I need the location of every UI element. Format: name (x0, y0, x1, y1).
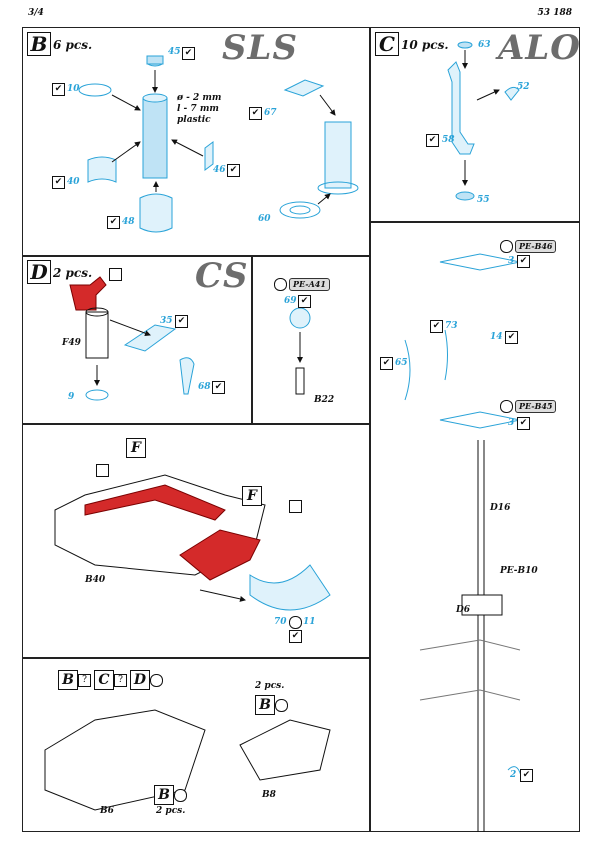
part-ref: PE-B10 (500, 566, 538, 576)
panel-c-title: ALO (498, 28, 581, 68)
catalog-number: 53 188 (537, 8, 572, 18)
unknown-mark: ? (114, 674, 127, 687)
flag-f: F (242, 486, 262, 506)
part-number: 10 (67, 84, 80, 94)
pe-b46-badge: PE-B46 (515, 240, 557, 253)
part-number: 40 (67, 177, 80, 187)
part-number: 55 (477, 195, 490, 205)
check-icon: ✔ (289, 630, 302, 643)
ref-letter-b: B (154, 785, 174, 805)
part-ref: B8 (262, 790, 276, 800)
check-icon: ✔ (212, 381, 225, 394)
part-number: 65 (395, 358, 408, 368)
check-icon: ✔ (426, 134, 439, 147)
part-number: 46 (213, 165, 226, 175)
panel-a41 (251, 255, 371, 425)
part-number: 58 (442, 135, 455, 145)
check-icon: ✔ (380, 357, 393, 370)
pencil-icon (289, 500, 302, 513)
yin-yang-icon (275, 699, 288, 712)
part-number: 11 (303, 617, 316, 627)
panel-d-count: 2 pcs. (53, 266, 93, 280)
panel-d (22, 255, 253, 425)
yin-yang-icon (150, 674, 163, 687)
panel-c-letter: C (375, 32, 399, 56)
panel-c (369, 27, 580, 223)
spec-diameter: ø - 2 mm (177, 93, 222, 103)
check-icon: ✔ (175, 315, 188, 328)
panel-bottom (22, 657, 371, 832)
check-icon: ✔ (298, 295, 311, 308)
part-ref: B6 (100, 806, 114, 816)
page-number: 3/4 (28, 8, 44, 18)
panel-d-letter: D (27, 260, 51, 284)
check-icon: ✔ (52, 83, 65, 96)
wheel-icon (274, 278, 287, 291)
spec-material: plastic (177, 115, 211, 125)
part-number: 67 (264, 108, 277, 118)
part-number: 73 (445, 321, 458, 331)
ref-letter-d: D (130, 670, 150, 690)
pencil-icon (96, 464, 109, 477)
unknown-mark: ? (78, 674, 91, 687)
count-note: 2 pcs. (156, 806, 186, 816)
part-ref: B40 (85, 575, 106, 585)
part-number: 48 (122, 217, 135, 227)
check-icon: ✔ (227, 164, 240, 177)
panel-c-count: 10 pcs. (401, 38, 449, 52)
count-note: 2 pcs. (255, 681, 285, 691)
ref-letter-b: B (58, 670, 78, 690)
part-number: 2 (510, 770, 517, 780)
part-ref: D6 (456, 605, 471, 615)
part-ref: B22 (314, 395, 335, 405)
pencil-icon (109, 268, 122, 281)
part-number: 68 (198, 382, 211, 392)
wheel-icon (500, 400, 513, 413)
panel-b-count: 6 pcs. (53, 38, 93, 52)
part-number: 45 (168, 47, 181, 57)
panel-f (22, 423, 371, 659)
yin-yang-icon (289, 616, 302, 629)
check-icon: ✔ (505, 331, 518, 344)
part-number: 3 (508, 418, 515, 428)
pe-b45-badge: PE-B45 (515, 400, 557, 413)
part-number: 60 (258, 214, 271, 224)
part-number: 69 (284, 296, 297, 306)
check-icon: ✔ (182, 47, 195, 60)
panel-d-title: CS (195, 256, 249, 296)
yin-yang-icon (174, 789, 187, 802)
part-number: 63 (478, 40, 491, 50)
part-ref: D16 (490, 503, 511, 513)
part-number: 35 (160, 316, 173, 326)
part-ref: F49 (62, 338, 81, 348)
part-number: 52 (517, 82, 530, 92)
panel-b-title: SLS (222, 28, 299, 68)
pe-a41-badge: PE-A41 (289, 278, 330, 291)
panel-b-letter: B (27, 32, 51, 56)
ref-letter-c: C (94, 670, 114, 690)
panel-right (369, 221, 580, 832)
check-icon: ✔ (107, 216, 120, 229)
check-icon: ✔ (430, 320, 443, 333)
spec-length: l - 7 mm (177, 104, 219, 114)
part-number: 9 (68, 392, 75, 402)
flag-f: F (126, 438, 146, 458)
check-icon: ✔ (249, 107, 262, 120)
part-number: 3 (508, 256, 515, 266)
check-icon: ✔ (517, 417, 530, 430)
part-number: 70 (274, 617, 287, 627)
wheel-icon (500, 240, 513, 253)
check-icon: ✔ (520, 769, 533, 782)
panel-b (22, 27, 371, 257)
check-icon: ✔ (52, 176, 65, 189)
ref-letter-b: B (255, 695, 275, 715)
part-number: 14 (490, 332, 503, 342)
check-icon: ✔ (517, 255, 530, 268)
